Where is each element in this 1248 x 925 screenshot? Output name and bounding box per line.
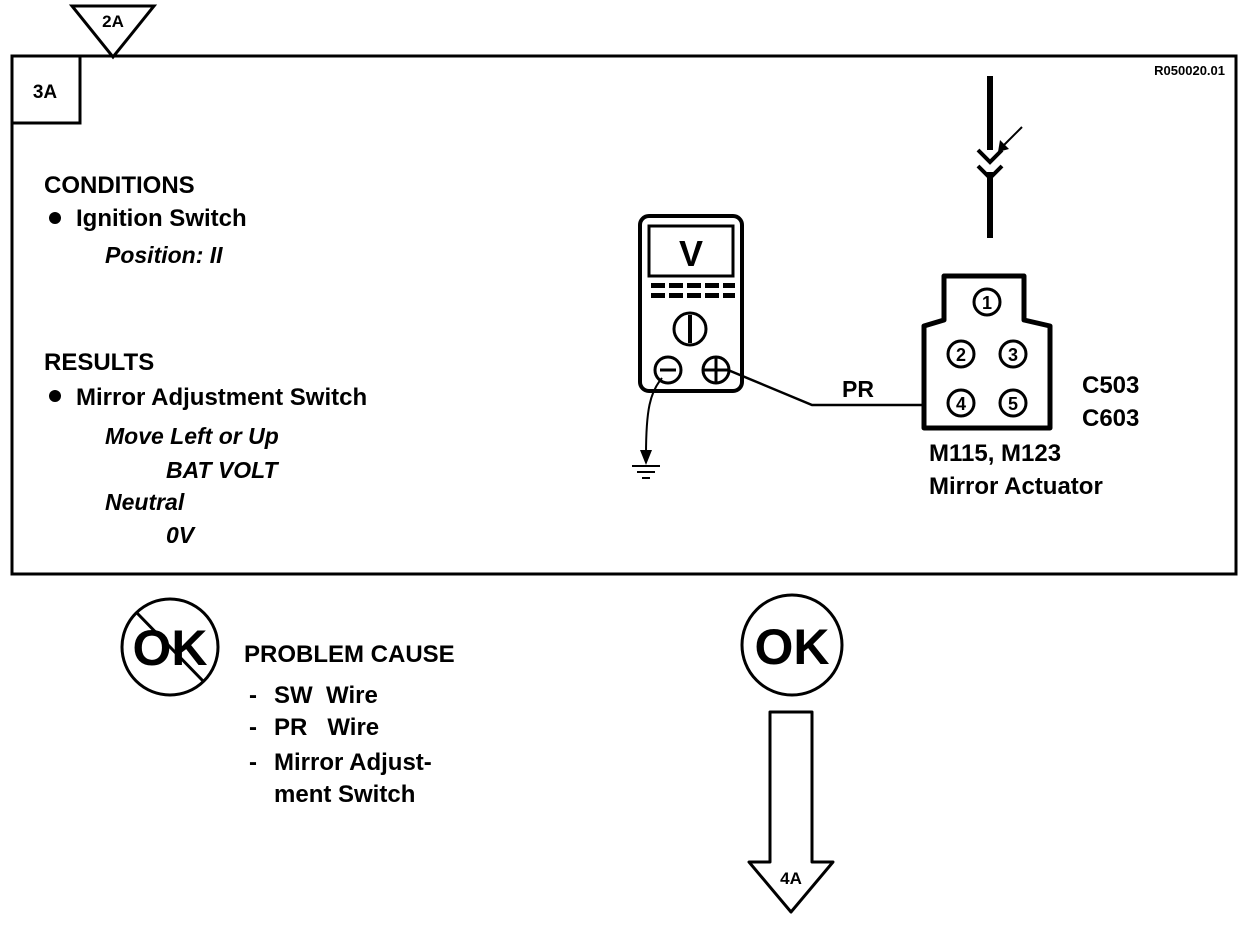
harness-wire <box>976 76 1004 238</box>
ok-label: OK <box>755 619 830 675</box>
svg-text:4: 4 <box>956 394 966 414</box>
svg-text:3: 3 <box>1008 345 1018 365</box>
next-step-arrow[interactable]: 4A <box>747 710 835 914</box>
result-item: Mirror Adjustment Switch <box>76 384 367 411</box>
results-title: RESULTS <box>44 349 154 376</box>
condition-item: Ignition Switch <box>76 205 247 232</box>
result-line: Move Left or Up <box>105 423 279 449</box>
dial-icon <box>672 311 708 347</box>
ground-arrow-icon <box>640 450 652 465</box>
result-line: Neutral <box>105 489 185 515</box>
connector-pin: 3 <box>998 339 1028 369</box>
conditions-title: CONDITIONS <box>44 172 195 199</box>
not-ok-symbol[interactable]: OK <box>120 597 220 697</box>
cause-dash: - <box>249 714 257 741</box>
ok-symbol[interactable]: OK <box>740 593 844 697</box>
prev-step-marker[interactable]: 2A <box>68 4 158 60</box>
wire-label: PR <box>842 376 874 402</box>
cause-item: PR Wire <box>274 714 379 741</box>
connector-pin: 1 <box>972 287 1002 317</box>
meter-buttons <box>651 283 735 298</box>
bullet-icon <box>49 212 61 224</box>
multimeter: V <box>638 214 744 393</box>
connector-pin: 5 <box>998 388 1028 418</box>
step-number: 3A <box>33 82 58 103</box>
meter-display-value: V <box>679 233 703 274</box>
result-line: BAT VOLT <box>166 457 280 483</box>
cause-dash: - <box>249 682 257 709</box>
component-name: Mirror Actuator <box>929 473 1103 500</box>
positive-terminal-icon <box>701 355 731 385</box>
prev-step-label: 2A <box>102 12 124 31</box>
cause-dash: - <box>249 749 257 776</box>
connector-pin: 2 <box>946 339 976 369</box>
cause-item: SW Wire <box>274 682 378 709</box>
pr-wire <box>727 368 940 407</box>
svg-text:2: 2 <box>956 345 966 365</box>
svg-text:1: 1 <box>982 293 992 313</box>
meter-display <box>647 224 735 278</box>
problem-cause-title: PROBLEM CAUSE <box>244 641 455 668</box>
pointer-arrow-icon <box>998 126 1023 152</box>
connector-code: C503 <box>1082 372 1139 399</box>
svg-text:5: 5 <box>1008 394 1018 414</box>
result-line: 0V <box>166 522 196 548</box>
reference-code: R050020.01 <box>1154 63 1225 78</box>
bullet-icon <box>49 390 61 402</box>
connector-pin: 4 <box>946 388 976 418</box>
next-step-label: 4A <box>780 869 802 888</box>
actuator-connector: 1 2 3 4 5 <box>921 273 1053 431</box>
connector-code: C603 <box>1082 405 1139 432</box>
ground-lead <box>632 377 663 479</box>
step-number-box: 3A <box>10 54 82 125</box>
component-ids: M115, M123 <box>929 440 1061 467</box>
step-panel <box>10 54 1238 576</box>
negative-terminal-icon <box>653 355 683 385</box>
cause-item: Mirror Adjust- <box>274 749 432 776</box>
cause-item: ment Switch <box>274 781 415 808</box>
condition-detail: Position: II <box>105 242 223 268</box>
